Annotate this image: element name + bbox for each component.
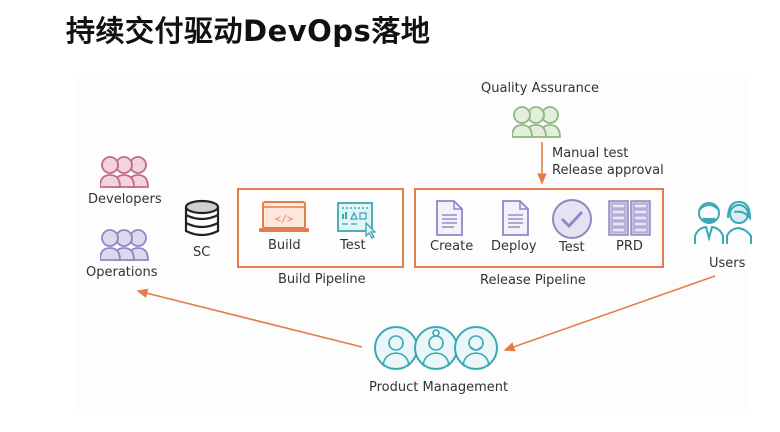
release-pipeline-label: Release Pipeline <box>480 273 586 288</box>
server-rack-icon <box>608 200 651 236</box>
build-pipeline-label: Build Pipeline <box>278 272 366 287</box>
deploy-stage-label: Deploy <box>491 239 537 254</box>
operations-group[interactable] <box>99 226 160 266</box>
check-circle-icon <box>552 199 592 239</box>
build-pipeline-box[interactable] <box>237 188 404 268</box>
release-test-stage-label: Test <box>559 240 585 255</box>
release-test-stage[interactable] <box>551 199 593 241</box>
people-group-icon <box>511 106 561 138</box>
document-icon <box>436 200 463 236</box>
operations-label: Operations <box>86 265 158 280</box>
developers-group[interactable] <box>99 153 160 193</box>
build-test-stage[interactable] <box>336 201 380 239</box>
document-icon <box>502 200 529 236</box>
source-control[interactable] <box>183 199 223 239</box>
people-group-icon <box>99 229 149 261</box>
qa-group[interactable] <box>511 103 574 143</box>
people-group-icon <box>99 156 149 188</box>
svg-text:</>: </> <box>275 214 293 225</box>
build-stage-label: Build <box>268 238 301 253</box>
dashboard-cursor-icon <box>337 202 377 239</box>
product-management-group[interactable] <box>374 324 500 372</box>
page-title: 持续交付驱动DevOps落地 <box>66 14 431 48</box>
arrow-pm-to-operations <box>136 288 363 348</box>
qa-note-line2: Release approval <box>552 163 664 178</box>
product-management-label: Product Management <box>369 380 509 395</box>
arrow-users-to-pm <box>503 275 716 352</box>
database-icon <box>184 199 220 237</box>
users-label: Users <box>709 256 746 271</box>
users-group[interactable] <box>694 198 756 246</box>
prd-stage-label: PRD <box>616 239 643 254</box>
create-stage-label: Create <box>430 239 474 254</box>
laptop-code-icon: </> <box>259 201 309 232</box>
prd-stage[interactable] <box>608 200 652 236</box>
developers-label: Developers <box>88 192 162 207</box>
deploy-stage[interactable] <box>500 200 532 236</box>
build-stage[interactable]: </> <box>258 200 310 236</box>
qa-label: Quality Assurance <box>481 81 599 96</box>
source-control-label: SC <box>193 245 211 260</box>
team-circles-icon <box>374 326 498 370</box>
users-icon <box>694 200 752 244</box>
qa-note-line1: Manual test <box>552 146 629 161</box>
build-test-stage-label: Test <box>340 238 366 253</box>
create-stage[interactable] <box>434 200 466 236</box>
release-pipeline-box[interactable] <box>414 188 664 268</box>
